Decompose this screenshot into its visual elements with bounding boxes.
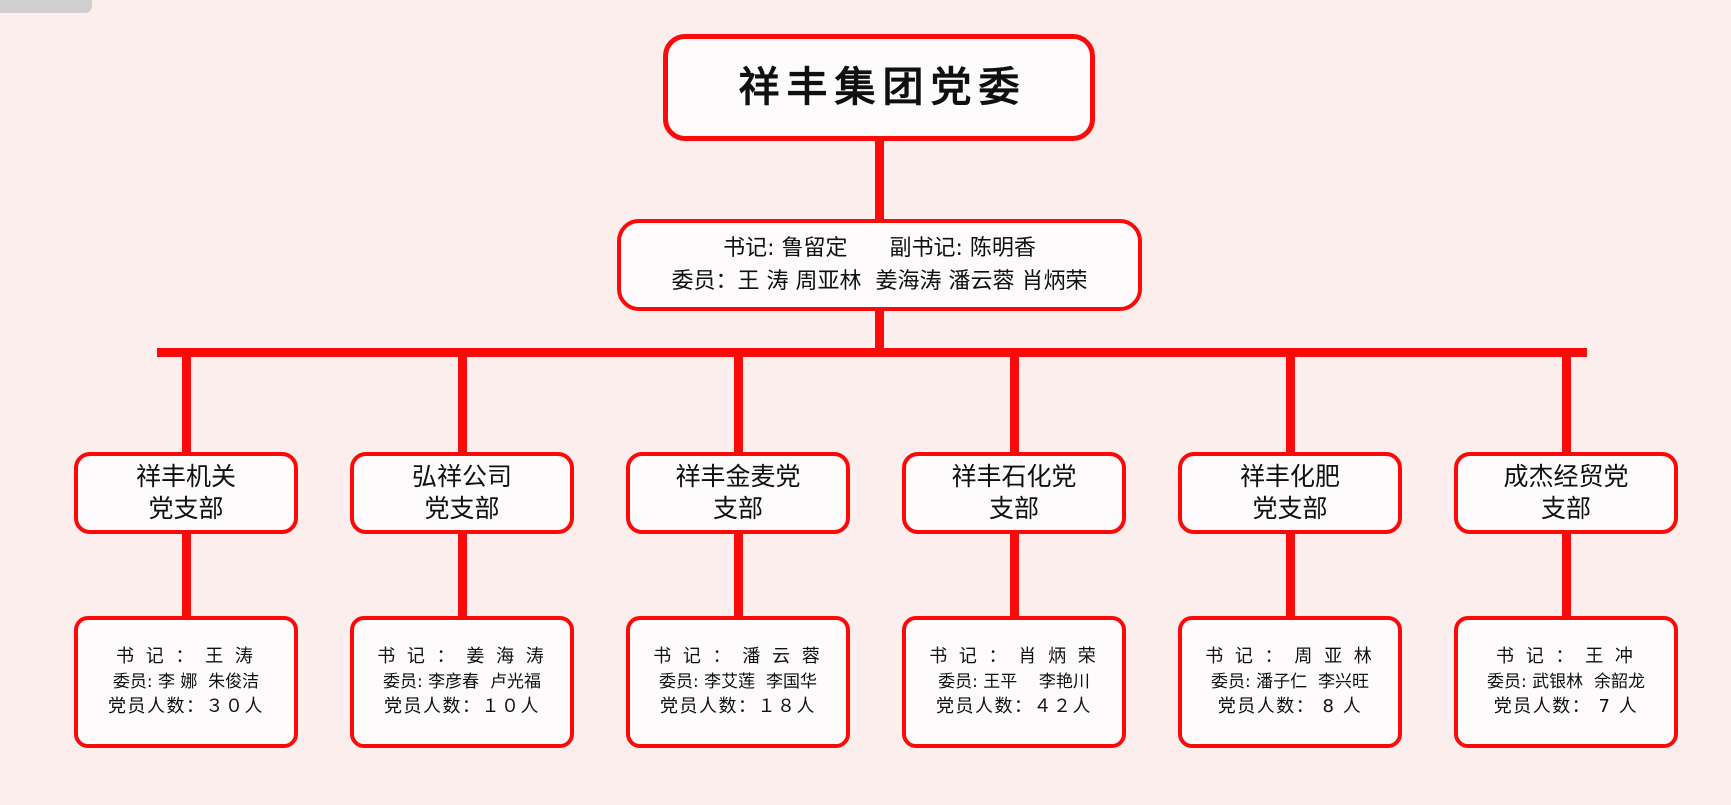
connector-horizontal-bus: [157, 348, 1587, 357]
window-corner-nub: [0, 0, 92, 13]
connector-committee-to-bus: [875, 309, 884, 353]
branch-secretary-3: 书 记 ： 潘 云 蓉: [653, 646, 823, 668]
branch-name-3: 祥丰金麦党 支部: [675, 462, 801, 523]
node-branch-2[interactable]: 弘祥公司 党支部: [350, 452, 574, 534]
branch-name-5: 祥丰化肥 党支部: [1239, 462, 1340, 523]
branch-name-6: 成杰经贸党 支部: [1503, 462, 1629, 523]
committee-leaders-line: 书记: 鲁留定 副书记: 陈明香: [723, 236, 1036, 261]
connector-branch-to-detail-4: [1009, 532, 1019, 620]
branch-members-2: 委员: 李彦春 卢光福: [383, 671, 541, 692]
node-branch-detail-3[interactable]: 书 记 ： 潘 云 蓉委员: 李艾莲 李国华党员人数：１８人: [626, 616, 850, 748]
branch-secretary-6: 书 记 ： 王 冲: [1496, 646, 1636, 668]
root-title: 祥丰集团党委: [738, 62, 1027, 111]
branch-secretary-5: 书 记 ： 周 亚 林: [1205, 646, 1375, 668]
branch-members-5: 委员: 潘子仁 李兴旺: [1211, 671, 1369, 692]
branch-count-4: 党员人数：４２人: [936, 696, 1092, 718]
committee-members-line: 委员：王 涛 周亚林 姜海涛 潘云蓉 肖炳荣: [671, 268, 1088, 294]
branch-name-2: 弘祥公司 党支部: [411, 462, 512, 523]
node-branch-detail-5[interactable]: 书 记 ： 周 亚 林委员: 潘子仁 李兴旺党员人数： 8 人: [1178, 616, 1402, 748]
connector-branch-to-detail-5: [1285, 532, 1295, 620]
branch-count-3: 党员人数：１８人: [660, 696, 816, 718]
branch-name-1: 祥丰机关 党支部: [135, 462, 236, 523]
connector-bus-to-branch-6: [1561, 348, 1571, 456]
branch-members-4: 委员: 王平 李艳川: [938, 671, 1090, 692]
node-root-party-committee[interactable]: 祥丰集团党委: [663, 34, 1095, 141]
connector-bus-to-branch-4: [1009, 348, 1019, 456]
branch-members-3: 委员: 李艾莲 李国华: [659, 671, 817, 692]
node-branch-5[interactable]: 祥丰化肥 党支部: [1178, 452, 1402, 534]
connector-bus-to-branch-2: [457, 348, 467, 456]
node-branch-3[interactable]: 祥丰金麦党 支部: [626, 452, 850, 534]
node-branch-detail-6[interactable]: 书 记 ： 王 冲委员: 武银林 余韶龙党员人数： 7 人: [1454, 616, 1678, 748]
branch-name-4: 祥丰石化党 支部: [951, 462, 1077, 523]
branch-members-1: 委员: 李 娜 朱俊洁: [112, 671, 260, 692]
branch-secretary-2: 书 记 ： 姜 海 涛: [377, 646, 547, 668]
node-branch-1[interactable]: 祥丰机关 党支部: [74, 452, 298, 534]
connector-bus-to-branch-5: [1285, 348, 1295, 456]
node-branch-detail-1[interactable]: 书 记 ： 王 涛委员: 李 娜 朱俊洁党员人数：３０人: [74, 616, 298, 748]
branch-secretary-1: 书 记 ： 王 涛: [116, 646, 256, 668]
branch-count-1: 党员人数：３０人: [108, 696, 264, 718]
connector-branch-to-detail-1: [181, 532, 191, 620]
branch-count-2: 党员人数：１０人: [384, 696, 540, 718]
node-branch-6[interactable]: 成杰经贸党 支部: [1454, 452, 1678, 534]
branch-count-6: 党员人数： 7 人: [1493, 696, 1639, 718]
branch-secretary-4: 书 记 ： 肖 炳 荣: [929, 646, 1099, 668]
connector-branch-to-detail-6: [1561, 532, 1571, 620]
branch-members-6: 委员: 武银林 余韶龙: [1487, 671, 1645, 692]
connector-branch-to-detail-2: [457, 532, 467, 620]
branch-count-5: 党员人数： 8 人: [1217, 696, 1363, 718]
node-branch-detail-2[interactable]: 书 记 ： 姜 海 涛委员: 李彦春 卢光福党员人数：１０人: [350, 616, 574, 748]
connector-bus-to-branch-1: [181, 348, 191, 456]
connector-branch-to-detail-3: [733, 532, 743, 620]
node-branch-detail-4[interactable]: 书 记 ： 肖 炳 荣委员: 王平 李艳川党员人数：４２人: [902, 616, 1126, 748]
connector-root-to-committee: [875, 139, 884, 221]
node-branch-4[interactable]: 祥丰石化党 支部: [902, 452, 1126, 534]
connector-bus-to-branch-3: [733, 348, 743, 456]
node-committee-members[interactable]: 书记: 鲁留定 副书记: 陈明香 委员：王 涛 周亚林 姜海涛 潘云蓉 肖炳荣: [617, 219, 1142, 311]
